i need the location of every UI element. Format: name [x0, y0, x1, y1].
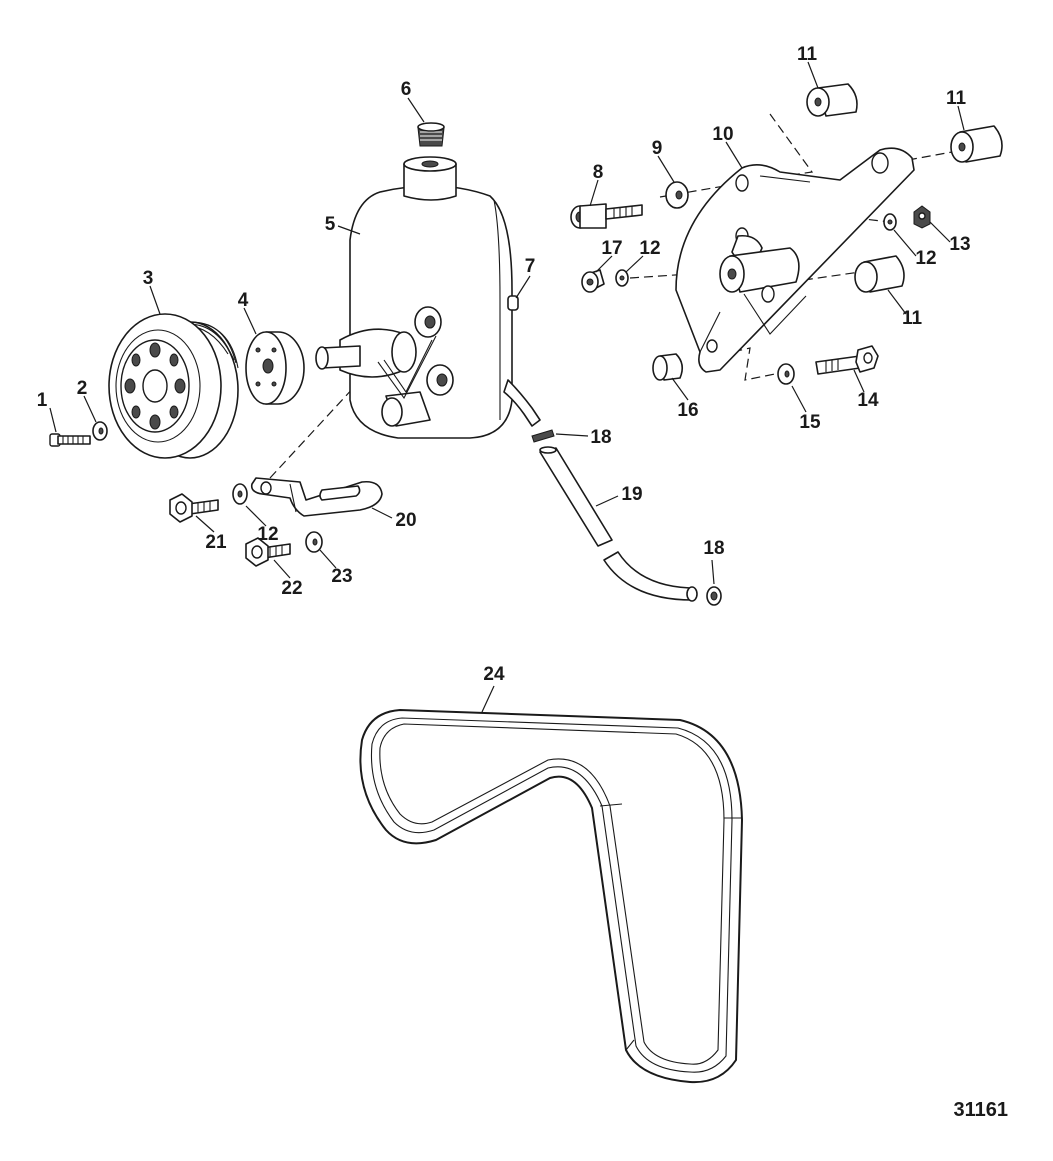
part-22-bolt: [245, 537, 291, 567]
part-24-belt: [359, 709, 743, 1084]
leader-lines: [49, 61, 965, 713]
part-9-washer: [665, 181, 689, 209]
callout-24: 24: [483, 664, 505, 685]
part-15-washer: [777, 363, 795, 385]
callout-9: 9: [652, 138, 663, 159]
callout-14: 14: [857, 390, 879, 411]
part-17-nut: [581, 269, 605, 293]
callout-4: 4: [238, 290, 249, 311]
part-12-washer-left: [615, 269, 629, 287]
part-18-clamp-upper: [531, 429, 555, 443]
part-11-spacer-middle: [854, 255, 905, 293]
part-10-bracket: [675, 147, 915, 373]
part-13-nut: [913, 205, 931, 229]
callout-8: 8: [593, 162, 604, 183]
part-21-bolt: [169, 493, 219, 523]
callout-19: 19: [621, 484, 642, 505]
part-12-washer-upper: [883, 213, 897, 231]
callout-12-left: 12: [639, 238, 660, 259]
callout-1: 1: [37, 390, 48, 411]
part-1-bolt: [49, 433, 91, 447]
part-8-bolt: [570, 203, 643, 229]
callout-11-middle: 11: [902, 308, 923, 329]
part-11-spacer-top: [806, 83, 858, 117]
part-6-cap: [417, 122, 445, 147]
callout-3: 3: [143, 268, 154, 289]
part-2-washer: [92, 421, 108, 441]
callout-5: 5: [325, 214, 336, 235]
figure-number: 31161: [953, 1099, 1008, 1121]
part-18-clamp-lower: [706, 586, 722, 606]
part-20-brace: [250, 477, 383, 517]
callout-12-lower: 12: [257, 524, 278, 545]
callout-12-right: 12: [915, 248, 936, 269]
callout-18-lower: 18: [703, 538, 724, 559]
part-16-spacer: [652, 353, 684, 381]
callout-13: 13: [949, 234, 970, 255]
part-4-hub: [245, 331, 305, 405]
callout-labels: 1 2 3 4 5 6 7 8 9 10 11 11 11 12 12 12 1…: [37, 44, 971, 685]
part-11-spacer-right: [950, 125, 1003, 163]
part-23-washer: [305, 531, 323, 553]
part-7-fitting: [507, 295, 519, 311]
callout-16: 16: [677, 400, 698, 421]
part-5-pump: [315, 156, 541, 439]
callout-22: 22: [281, 578, 302, 599]
callout-2: 2: [77, 378, 88, 399]
part-19-hose: [539, 446, 698, 602]
callout-11-right: 11: [946, 88, 967, 109]
callout-15: 15: [799, 412, 821, 433]
callout-10: 10: [712, 124, 733, 145]
callout-23: 23: [331, 566, 352, 587]
callout-21: 21: [205, 532, 227, 553]
callout-11-top: 11: [797, 44, 818, 65]
callout-7: 7: [525, 256, 536, 277]
part-12-washer-lower: [232, 483, 248, 505]
part-3-pulley: [108, 313, 239, 459]
callout-17: 17: [601, 238, 622, 259]
callout-18-upper: 18: [590, 427, 611, 448]
callout-20: 20: [395, 510, 416, 531]
part-14-bolt: [815, 345, 879, 375]
callout-6: 6: [401, 79, 412, 100]
